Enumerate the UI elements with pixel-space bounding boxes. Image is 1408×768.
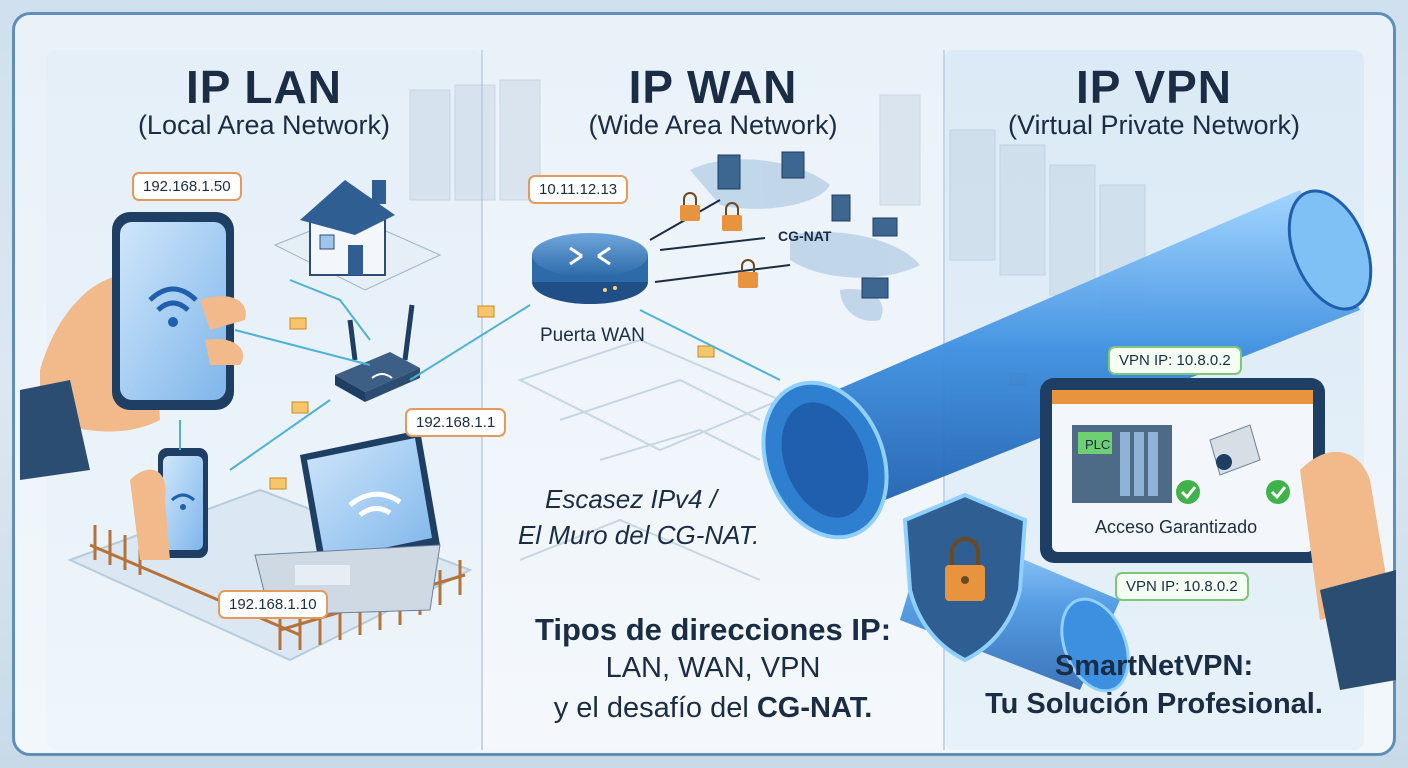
smartphone-icon bbox=[20, 212, 246, 480]
plc-label: PLC bbox=[1085, 437, 1111, 452]
vpn-subtitle: (Virtual Private Network) bbox=[1007, 110, 1301, 140]
cgnat-label: CG-NAT bbox=[778, 228, 832, 244]
lan-router-icon bbox=[335, 304, 420, 402]
footer-challenge: y el desafío del CG-NAT. bbox=[482, 692, 944, 725]
small-phone-icon bbox=[130, 448, 208, 560]
wan-subtitle: (Wide Area Network) bbox=[588, 110, 838, 140]
lan-subtitle: (Local Area Network) bbox=[137, 110, 391, 140]
footer-title: Tipos de direcciones IP: bbox=[534, 612, 892, 647]
brand-tagline: Tu Solución Profesional. bbox=[985, 688, 1323, 720]
footer-challenge-prefix: y el desafío del bbox=[553, 692, 749, 724]
gateway-name: Puerta WAN bbox=[540, 325, 645, 346]
wan-servers bbox=[717, 151, 898, 299]
phone-ip-label: 192.168.1.50 bbox=[132, 172, 242, 201]
house-icon bbox=[273, 180, 442, 291]
router-ip-label: 192.168.1.1 bbox=[405, 408, 507, 437]
tablet-icon bbox=[1040, 378, 1396, 690]
vpn-ip-label-bottom: VPN IP: 10.8.0.2 bbox=[1115, 572, 1249, 601]
ipv4-scarcity-line2: El Muro del CG-NAT. bbox=[518, 520, 760, 550]
lock-icons bbox=[680, 192, 758, 288]
wan-link-lines bbox=[639, 309, 781, 381]
brand-name: SmartNetVPN: bbox=[1054, 650, 1254, 682]
vpn-ip-label-top: VPN IP: 10.8.0.2 bbox=[1108, 346, 1242, 375]
lan-connections bbox=[179, 279, 531, 471]
lan-title: IP LAN bbox=[186, 61, 342, 113]
footer-types: LAN, WAN, VPN bbox=[605, 652, 821, 684]
laptop-ip-label: 192.168.1.10 bbox=[218, 590, 328, 619]
ipv4-scarcity-line1: Escasez IPv4 / bbox=[545, 484, 717, 514]
shield-lock-icon bbox=[902, 492, 1028, 663]
access-guaranteed-label: Acceso Garantizado bbox=[1095, 517, 1258, 537]
vpn-title: IP VPN bbox=[1076, 61, 1232, 113]
background-servers bbox=[409, 79, 1146, 316]
divider-left bbox=[481, 50, 483, 750]
vpn-tunnel bbox=[761, 189, 1373, 693]
floor-plan-lines bbox=[517, 338, 783, 581]
gateway-ip-label: 10.11.12.13 bbox=[528, 175, 629, 204]
wan-gateway-icon bbox=[532, 233, 648, 304]
wan-arrows bbox=[649, 199, 791, 283]
wan-title: IP WAN bbox=[628, 61, 798, 113]
footer-challenge-cgnat: CG-NAT. bbox=[756, 692, 873, 724]
